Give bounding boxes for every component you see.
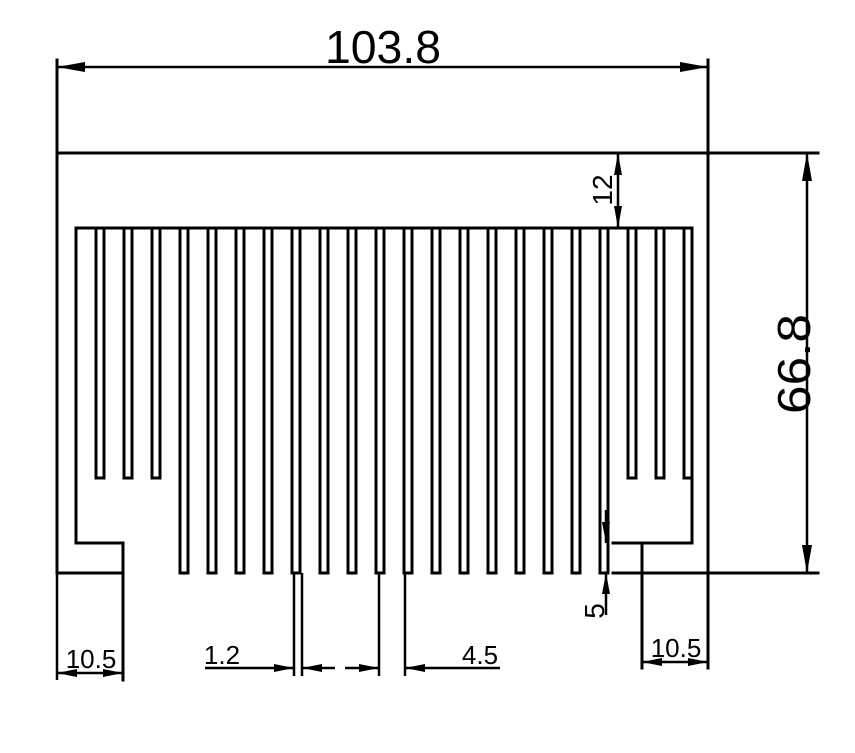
dim-bottom-gap: 5: [579, 510, 610, 619]
dim-fin-label: 1.2: [204, 640, 240, 670]
arrow-up-small-icon: [614, 153, 622, 175]
dim-base-thickness: 12: [587, 153, 622, 228]
arrow-pitch-left-icon: [405, 664, 425, 672]
dim-left-foot-label: 10.5: [66, 644, 117, 674]
dim-left-foot: 10.5: [55, 573, 123, 680]
arrow-left-icon: [57, 62, 85, 72]
arrow-rf-right-icon: [688, 658, 708, 666]
fin: [346, 226, 358, 575]
fin: [206, 226, 218, 575]
fins-group: [94, 226, 694, 575]
fin: [626, 226, 638, 480]
dim-overall-height: 66.8: [768, 153, 820, 573]
dim-right-foot-label: 10.5: [651, 633, 702, 663]
fin: [654, 226, 666, 480]
arrow-rf-left-icon: [642, 658, 662, 666]
arrow-gap-down-icon: [602, 522, 610, 543]
fin: [374, 226, 386, 575]
dim-gap-label: 5: [579, 603, 610, 619]
dim-fin-pitch: 4.5: [345, 573, 500, 676]
fin: [234, 226, 246, 575]
arrow-down-icon: [802, 545, 812, 573]
dim-base-label: 12: [587, 174, 618, 205]
arrow-fin-right-icon: [274, 664, 294, 672]
arrow-lf-right-icon: [103, 669, 123, 677]
fin: [598, 226, 610, 575]
fin: [458, 226, 470, 575]
arrow-gap-up-icon: [602, 573, 610, 594]
fin: [682, 226, 694, 480]
fin: [94, 226, 106, 480]
arrow-down-small-icon: [614, 206, 622, 228]
dim-right-foot: 10.5: [642, 633, 708, 666]
fin: [318, 226, 330, 575]
heatsink-outline: [55, 58, 820, 682]
arrow-right-icon: [680, 62, 708, 72]
fin: [178, 226, 190, 575]
dim-height-label: 66.8: [768, 314, 820, 414]
dim-width-label: 103.8: [325, 21, 441, 73]
dim-fin-thickness: 1.2: [204, 573, 335, 676]
fin: [150, 226, 162, 480]
fin: [486, 226, 498, 575]
fin: [290, 226, 302, 575]
fin: [542, 226, 554, 575]
arrow-up-icon: [802, 153, 812, 181]
arrow-fin-left-icon: [302, 664, 322, 672]
fin: [402, 226, 414, 575]
arrow-pitch-right-icon: [359, 664, 379, 672]
fin: [514, 226, 526, 575]
arrow-lf-left-icon: [57, 669, 77, 677]
fin: [262, 226, 274, 575]
fin: [122, 226, 134, 480]
dim-pitch-label: 4.5: [462, 640, 498, 670]
fin: [430, 226, 442, 575]
fin: [570, 226, 582, 575]
dim-overall-width: 103.8: [57, 21, 708, 73]
